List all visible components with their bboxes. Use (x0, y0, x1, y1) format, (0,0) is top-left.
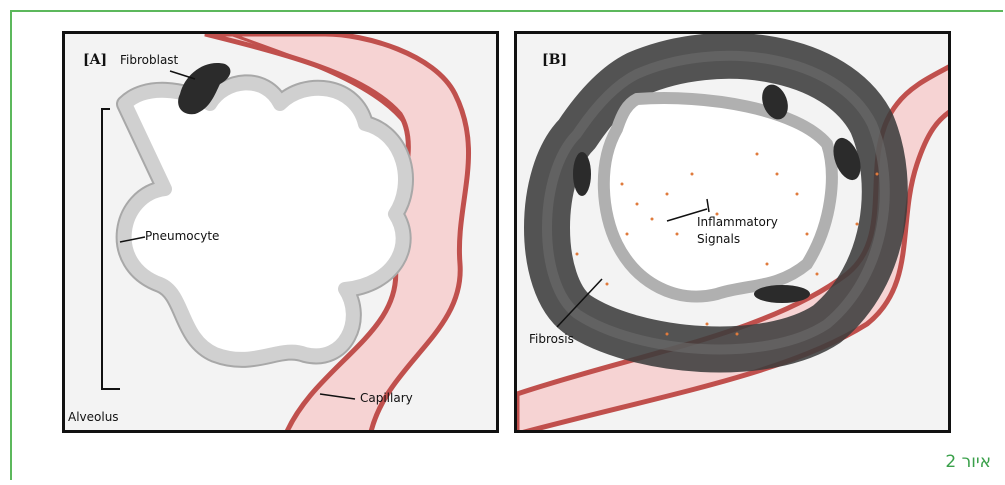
panel-a-healthy-alveolus: [A] Fibroblast Pneumocyte Capillary (62, 31, 499, 433)
inflammatory-label-line2: Signals (697, 232, 740, 246)
fibroblast-b-1 (573, 152, 591, 196)
inflammatory-label-line1: Inflammatory (697, 215, 778, 229)
panel-a-illustration (65, 34, 499, 433)
figure-caption: איור 2 (945, 452, 991, 472)
alveolus-label: Alveolus (68, 410, 119, 424)
fibroblast-label: Fibroblast (120, 53, 178, 67)
capillary-label: Capillary (360, 391, 413, 405)
panel-a-label: [A] (83, 52, 107, 68)
panel-b-fibrotic-alveolus: [B] Inflammatory Signals Fibrosis (514, 31, 951, 433)
fibroblast-b-4 (754, 285, 810, 303)
alveolus-lumen-b (604, 98, 832, 296)
fibrosis-label: Fibrosis (529, 332, 574, 346)
panel-b-label: [B] (542, 52, 567, 68)
pneumocyte-label: Pneumocyte (145, 229, 219, 243)
